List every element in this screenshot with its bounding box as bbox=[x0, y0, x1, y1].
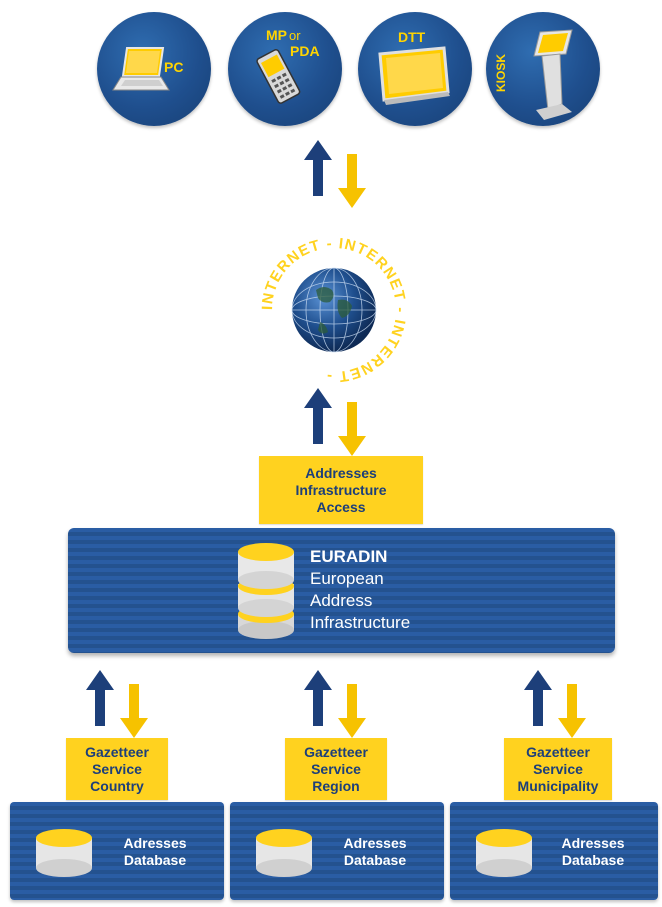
kiosk-label: KIOSK bbox=[494, 53, 508, 92]
access-box-line-1: Addresses bbox=[305, 464, 377, 481]
euradin-line-2: Address bbox=[310, 591, 373, 610]
database-country-line-2: Database bbox=[123, 852, 187, 868]
database-region-text: Adresses Database bbox=[330, 835, 420, 869]
bidirectional-arrows-middle bbox=[304, 388, 366, 456]
or-text: or bbox=[289, 28, 301, 43]
database-municipality-line-1: Adresses bbox=[561, 835, 625, 851]
gazetteer-region-line-2: Service bbox=[311, 760, 361, 777]
database-cylinder-icon bbox=[36, 829, 92, 877]
bidirectional-arrows-region bbox=[304, 670, 366, 738]
globe-icon: INTERNET - INTERNET - INTERNET - bbox=[259, 235, 408, 385]
gazetteer-region-line-3: Region bbox=[312, 777, 360, 794]
gazetteer-region-line-1: Gazetteer bbox=[304, 743, 368, 760]
television-icon bbox=[378, 46, 450, 105]
euradin-title: EURADIN bbox=[310, 547, 388, 566]
pc-device-circle: PC bbox=[97, 12, 211, 126]
kiosk-device-circle: KIOSK bbox=[486, 12, 600, 126]
access-box-line-2: Infrastructure bbox=[295, 481, 387, 498]
gazetteer-municipality-line-2: Service bbox=[533, 760, 583, 777]
euradin-line-3: Infrastructure bbox=[310, 613, 411, 632]
gazetteer-municipality-line-3: Municipality bbox=[517, 777, 599, 794]
laptop-icon bbox=[112, 47, 170, 91]
database-panel-country: Adresses Database bbox=[10, 802, 224, 900]
database-cylinder-icon bbox=[476, 829, 532, 877]
gazetteer-country-line-2: Service bbox=[92, 760, 142, 777]
gazetteer-municipality-line-1: Gazetteer bbox=[526, 743, 590, 760]
database-stack-icon bbox=[238, 543, 294, 639]
mobile-phone-icon bbox=[256, 49, 301, 104]
euradin-panel: EURADIN European Address Infrastructure bbox=[68, 528, 615, 653]
internet-globe: INTERNET - INTERNET - INTERNET - bbox=[254, 230, 414, 390]
mp-text: MP bbox=[266, 27, 287, 43]
database-region-line-2: Database bbox=[343, 852, 407, 868]
gazetteer-region-box: Gazetteer Service Region bbox=[285, 738, 387, 800]
gazetteer-country-line-3: Country bbox=[90, 777, 144, 794]
dtt-device-circle: DTT bbox=[358, 12, 472, 126]
database-cylinder-icon bbox=[256, 829, 312, 877]
euradin-line-1: European bbox=[310, 569, 384, 588]
database-country-text: Adresses Database bbox=[110, 835, 200, 869]
kiosk-icon bbox=[533, 29, 573, 120]
dtt-label: DTT bbox=[398, 29, 426, 45]
database-country-line-1: Adresses bbox=[123, 835, 187, 851]
database-panel-region: Adresses Database bbox=[230, 802, 444, 900]
bidirectional-arrows-municipality bbox=[524, 670, 586, 738]
gazetteer-municipality-box: Gazetteer Service Municipality bbox=[504, 738, 612, 800]
access-box-line-3: Access bbox=[316, 498, 366, 515]
gazetteer-country-box: Gazetteer Service Country bbox=[66, 738, 168, 800]
database-municipality-line-2: Database bbox=[561, 852, 625, 868]
database-panel-municipality: Adresses Database bbox=[450, 802, 658, 900]
bidirectional-arrows-top bbox=[304, 140, 366, 208]
gazetteer-country-line-1: Gazetteer bbox=[85, 743, 149, 760]
addresses-infrastructure-access-box: Addresses Infrastructure Access bbox=[259, 456, 423, 524]
bidirectional-arrows-country bbox=[86, 670, 148, 738]
database-municipality-text: Adresses Database bbox=[548, 835, 638, 869]
pc-label: PC bbox=[164, 59, 184, 75]
pda-label: PDA bbox=[290, 43, 320, 59]
database-region-line-1: Adresses bbox=[343, 835, 407, 851]
